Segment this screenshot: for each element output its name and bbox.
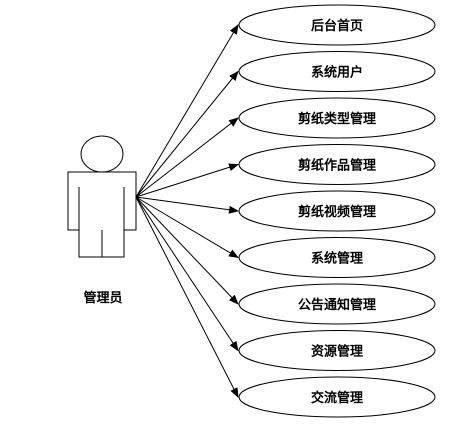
use-case[interactable]: 系统管理 xyxy=(238,237,436,278)
association-arrow xyxy=(135,196,239,305)
actor-figure xyxy=(67,135,137,258)
association-arrow xyxy=(135,163,239,198)
use-case-ellipse[interactable] xyxy=(238,190,436,232)
use-case[interactable]: 后台首页 xyxy=(238,4,436,46)
association-arrow xyxy=(135,117,239,198)
association-arrow xyxy=(135,196,239,352)
association-arrow xyxy=(135,70,239,198)
use-case[interactable]: 公告通知管理 xyxy=(238,283,436,325)
use-case[interactable]: 系统用户 xyxy=(238,51,436,92)
association-arrow xyxy=(135,196,239,398)
use-case-label: 后台首页 xyxy=(311,18,363,34)
actor-head xyxy=(80,135,124,173)
use-case-label: 系统管理 xyxy=(311,251,363,267)
use-case-ellipse[interactable] xyxy=(238,330,436,371)
use-case-label: 公告通知管理 xyxy=(298,297,376,313)
use-cases: 后台首页系统用户剪纸类型管理剪纸作品管理剪纸视频管理系统管理公告通知管理资源管理… xyxy=(238,4,436,418)
use-case[interactable]: 剪纸作品管理 xyxy=(238,144,436,185)
use-case[interactable]: 剪纸类型管理 xyxy=(238,97,436,139)
use-case-label: 交流管理 xyxy=(311,390,363,406)
use-case-label: 系统用户 xyxy=(311,65,363,81)
actor-body xyxy=(67,171,137,258)
use-case-ellipse[interactable] xyxy=(238,376,436,418)
association-arrow xyxy=(135,24,239,198)
use-case-ellipse[interactable] xyxy=(238,144,436,185)
use-case-label: 剪纸作品管理 xyxy=(298,158,376,174)
actor-name: 管理员 xyxy=(83,290,122,306)
use-case-label: 剪纸类型管理 xyxy=(298,111,376,127)
association-arrow xyxy=(135,196,239,259)
use-case-label: 剪纸视频管理 xyxy=(298,204,376,220)
use-case[interactable]: 资源管理 xyxy=(238,330,436,371)
use-case-label: 资源管理 xyxy=(311,344,363,360)
use-case[interactable]: 剪纸视频管理 xyxy=(238,190,436,232)
use-case-ellipse[interactable] xyxy=(238,4,436,46)
association-arrow xyxy=(135,196,239,214)
connections xyxy=(135,24,239,398)
use-case-ellipse[interactable] xyxy=(238,51,436,92)
use-case-ellipse[interactable] xyxy=(238,237,436,278)
use-case[interactable]: 交流管理 xyxy=(238,376,436,418)
use-case-ellipse[interactable] xyxy=(238,283,436,325)
use-case-ellipse[interactable] xyxy=(238,97,436,139)
